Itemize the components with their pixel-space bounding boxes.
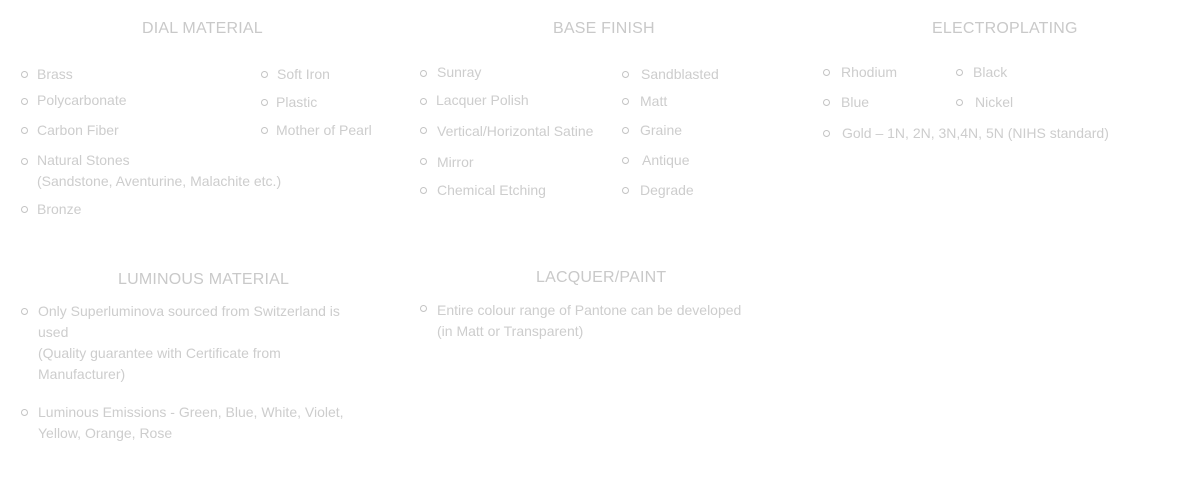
dial-material-heading: DIAL MATERIAL	[142, 20, 263, 37]
electroplating-item: Nickel	[975, 94, 1014, 110]
base-finish-item: Graine	[640, 122, 683, 138]
base-finish-item: Lacquer Polish	[436, 92, 529, 108]
bullet-icon	[21, 308, 28, 315]
bullet-icon	[420, 98, 427, 105]
lacquer-paint-item-note: (in Matt or Transparent)	[437, 323, 584, 339]
bullet-icon	[622, 187, 629, 194]
base-finish-item: Vertical/Horizontal Satine	[437, 123, 594, 139]
base-finish-item: Sunray	[437, 64, 482, 80]
electroplating-heading: ELECTROPLATING	[932, 20, 1078, 37]
lacquer-paint-item: Entire colour range of Pantone can be de…	[437, 302, 742, 318]
dial-material-item: Brass	[37, 66, 73, 82]
dial-material-item: Polycarbonate	[37, 92, 127, 108]
base-finish-item: Chemical Etching	[437, 182, 546, 198]
luminous-material-item: Only Superluminova sourced from Switzerl…	[38, 303, 340, 340]
lacquer-paint-heading: LACQUER/PAINT	[536, 269, 667, 286]
bullet-icon	[956, 99, 963, 106]
electroplating-item: Black	[973, 64, 1008, 80]
bullet-icon	[21, 98, 28, 105]
dial-material-item: Natural Stones	[37, 152, 130, 168]
bullet-icon	[622, 127, 629, 134]
bullet-icon	[21, 409, 28, 416]
electroplating-item: Blue	[841, 94, 870, 110]
dial-material-item: Bronze	[37, 201, 82, 217]
bullet-icon	[622, 98, 629, 105]
base-finish-item: Matt	[640, 93, 668, 109]
bullet-icon	[21, 71, 28, 78]
bullet-icon	[622, 71, 629, 78]
luminous-material-item: Luminous Emissions - Green, Blue, White,…	[38, 404, 344, 441]
bullet-icon	[21, 206, 28, 213]
bullet-icon	[261, 71, 268, 78]
bullet-icon	[956, 69, 963, 76]
base-finish-item: Mirror	[437, 154, 474, 170]
base-finish-item: Antique	[642, 152, 690, 168]
electroplating-item: Rhodium	[841, 64, 898, 80]
bullet-icon	[823, 130, 830, 137]
dial-material-item: Plastic	[276, 94, 318, 110]
bullet-icon	[420, 305, 427, 312]
dial-material-item-note: (Sandstone, Aventurine, Malachite etc.)	[37, 173, 282, 189]
bullet-icon	[823, 99, 830, 106]
bullet-icon	[420, 158, 427, 165]
bullet-icon	[21, 158, 28, 165]
base-finish-item: Sandblasted	[641, 66, 719, 82]
electroplating-item: Gold – 1N, 2N, 3N,4N, 5N (NIHS standard)	[842, 125, 1109, 141]
base-finish-item: Degrade	[640, 182, 694, 198]
bullet-icon	[420, 70, 427, 77]
bullet-icon	[261, 127, 268, 134]
bullet-icon	[420, 187, 427, 194]
bullet-icon	[21, 127, 28, 134]
bullet-icon	[622, 157, 629, 164]
dial-material-item: Mother of Pearl	[276, 122, 372, 138]
bullet-icon	[261, 99, 268, 106]
bullet-icon	[420, 127, 427, 134]
dial-material-item: Carbon Fiber	[37, 122, 119, 138]
luminous-material-item-note: (Quality guarantee with Certificate from…	[38, 345, 281, 382]
bullet-icon	[823, 69, 830, 76]
base-finish-heading: BASE FINISH	[553, 20, 655, 37]
luminous-material-heading: LUMINOUS MATERIAL	[118, 271, 290, 288]
dial-material-item: Soft Iron	[277, 66, 330, 82]
